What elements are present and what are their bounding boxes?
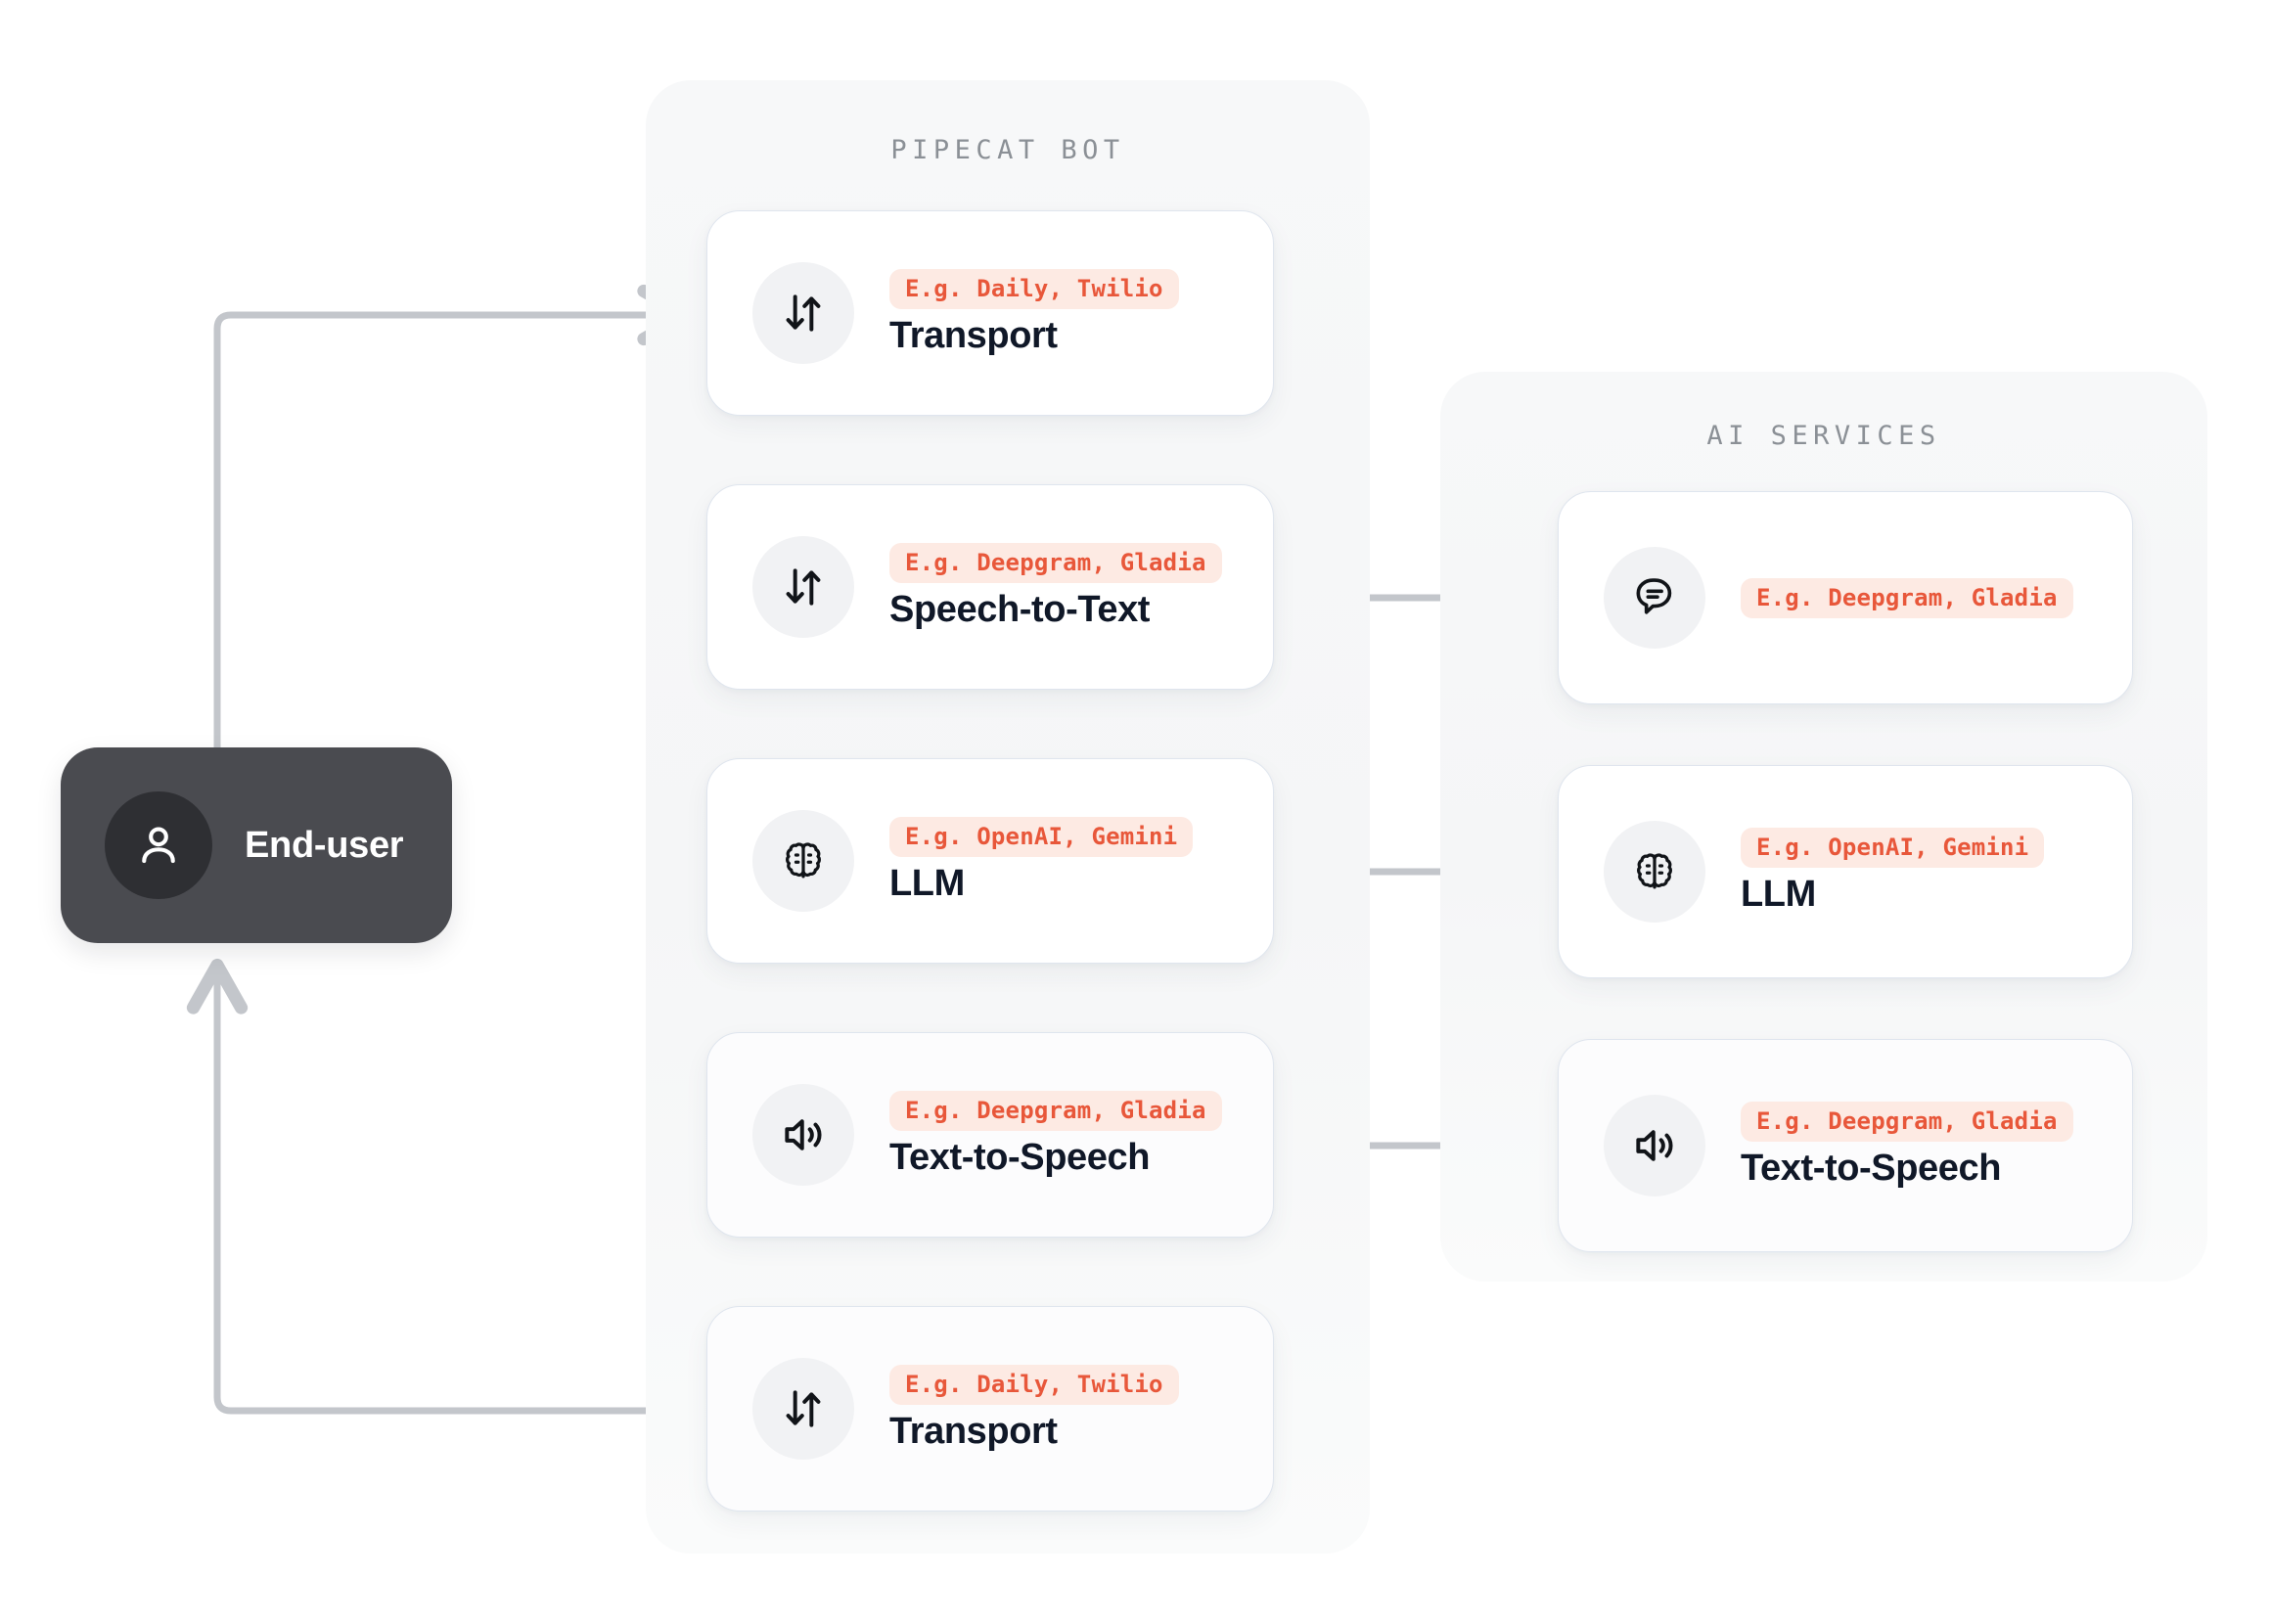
transfer-arrows-icon xyxy=(752,1358,854,1460)
example-badge: E.g. Deepgram, Gladia xyxy=(1741,577,2073,618)
pipeline-card-transport-in[interactable]: E.g. Daily, Twilio Transport xyxy=(706,210,1274,416)
card-body: E.g. OpenAI, Gemini LLM xyxy=(1741,828,2045,916)
pipeline-card-speech-to-text[interactable]: E.g. Deepgram, Gladia Speech-to-Text xyxy=(706,484,1274,690)
pipeline-card-text-to-speech[interactable]: E.g. Deepgram, Gladia Text-to-Speech xyxy=(706,1032,1274,1238)
example-badge: E.g. Daily, Twilio xyxy=(889,269,1179,310)
brain-icon xyxy=(1604,821,1705,923)
ai-service-card-tts[interactable]: E.g. Deepgram, Gladia Text-to-Speech xyxy=(1558,1039,2133,1252)
ai-service-card-llm[interactable]: E.g. OpenAI, Gemini LLM xyxy=(1558,765,2133,978)
end-user-label: End-user xyxy=(245,824,404,866)
pipeline-card-llm[interactable]: E.g. OpenAI, Gemini LLM xyxy=(706,758,1274,964)
speaker-icon xyxy=(752,1084,854,1186)
card-body: E.g. Deepgram, Gladia xyxy=(1741,577,2073,618)
card-title: Text-to-Speech xyxy=(889,1137,1151,1179)
example-badge: E.g. OpenAI, Gemini xyxy=(1741,828,2045,869)
wire-enduser-to-transport xyxy=(213,284,694,747)
speech-bubble-icon xyxy=(1604,547,1705,649)
card-body: E.g. OpenAI, Gemini LLM xyxy=(889,817,1194,905)
example-badge: E.g. Deepgram, Gladia xyxy=(889,1091,1222,1132)
brain-icon xyxy=(752,810,854,912)
example-badge: E.g. Daily, Twilio xyxy=(889,1365,1179,1406)
example-badge: E.g. Deepgram, Gladia xyxy=(889,543,1222,584)
pipecat-bot-group-title: PIPECAT BOT xyxy=(890,135,1125,165)
speaker-icon xyxy=(1604,1095,1705,1196)
example-badge: E.g. Deepgram, Gladia xyxy=(1741,1102,2073,1143)
wire-transport-to-enduser xyxy=(186,958,703,1415)
ai-service-card-stt[interactable]: E.g. Deepgram, Gladia xyxy=(1558,491,2133,704)
transfer-arrows-icon xyxy=(752,262,854,364)
card-title: LLM xyxy=(1741,874,1816,916)
card-title: LLM xyxy=(889,863,965,905)
card-title: Transport xyxy=(889,315,1058,357)
card-body: E.g. Deepgram, Gladia Text-to-Speech xyxy=(1741,1102,2073,1190)
transfer-arrows-icon xyxy=(752,536,854,638)
card-body: E.g. Deepgram, Gladia Speech-to-Text xyxy=(889,543,1222,631)
example-badge: E.g. OpenAI, Gemini xyxy=(889,817,1194,858)
pipeline-card-transport-out[interactable]: E.g. Daily, Twilio Transport xyxy=(706,1306,1274,1511)
ai-services-group-title: AI SERVICES xyxy=(1706,421,1941,451)
card-body: E.g. Daily, Twilio Transport xyxy=(889,1365,1179,1453)
card-title: Text-to-Speech xyxy=(1741,1148,2002,1190)
end-user-node[interactable]: End-user xyxy=(61,747,452,943)
card-body: E.g. Deepgram, Gladia Text-to-Speech xyxy=(889,1091,1222,1179)
card-body: E.g. Daily, Twilio Transport xyxy=(889,269,1179,357)
person-icon xyxy=(105,791,212,899)
card-title: Speech-to-Text xyxy=(889,589,1151,631)
card-title: Transport xyxy=(889,1411,1058,1453)
